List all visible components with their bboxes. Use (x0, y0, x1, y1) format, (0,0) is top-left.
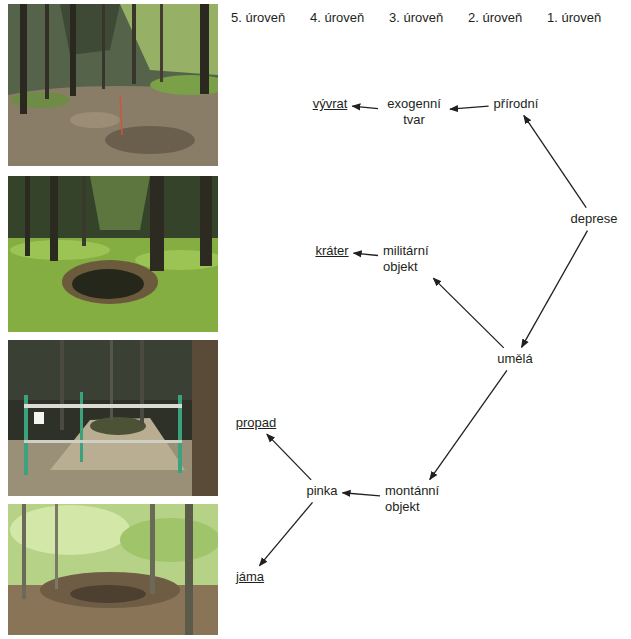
hierarchy-arrow (433, 278, 503, 348)
term-text: jáma (236, 569, 264, 585)
term-text: propad (236, 415, 276, 431)
term-text: umělá (497, 351, 532, 367)
photo-crater (8, 176, 218, 332)
hierarchy-arrow (343, 493, 380, 496)
term-text: exogenní tvar (383, 96, 445, 128)
leaf-term: kráter (313, 242, 350, 260)
photo-pit (8, 504, 218, 635)
level-heading: 3. úroveň (389, 10, 443, 26)
category-term: pinka (304, 482, 339, 500)
level-heading: 4. úroveň (310, 10, 364, 26)
term-text: vývrat (313, 96, 348, 112)
hierarchy-arrow (430, 370, 507, 479)
category-term: exogenní tvar (381, 95, 447, 129)
level-heading: 5. úroveň (231, 10, 285, 26)
term-text: montánní objekt (385, 483, 447, 515)
leaf-term: vývrat (311, 95, 350, 113)
hierarchy-arrow (267, 434, 311, 480)
photo-collapse (8, 340, 218, 496)
category-term: montánní objekt (383, 482, 449, 516)
hierarchy-arrow (354, 253, 378, 255)
hierarchy-arrow (524, 115, 586, 207)
category-term: militární objekt (381, 242, 447, 276)
photo-uprooting (8, 4, 218, 166)
leaf-term: jáma (234, 568, 266, 586)
level-heading: 2. úroveň (468, 10, 522, 26)
hierarchy-arrow (259, 502, 312, 565)
term-text: deprese (571, 211, 618, 227)
hierarchy-arrow (522, 231, 588, 348)
term-text: pinka (306, 483, 337, 499)
category-term: deprese (569, 210, 620, 228)
leaf-term: propad (234, 414, 278, 432)
hierarchy-arrow (450, 106, 489, 109)
level-heading: 1. úroveň (547, 10, 601, 26)
hierarchy-arrow (352, 106, 378, 108)
category-term: přírodní (492, 95, 541, 113)
term-text: militární objekt (383, 243, 445, 275)
term-text: kráter (315, 243, 348, 259)
category-term: umělá (495, 350, 534, 368)
term-text: přírodní (494, 96, 539, 112)
